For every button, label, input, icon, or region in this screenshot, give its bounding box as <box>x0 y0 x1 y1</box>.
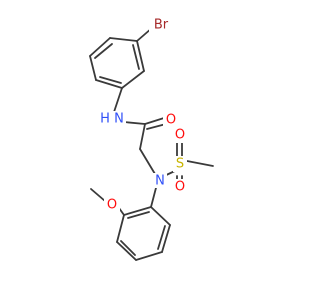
bond <box>139 148 156 175</box>
bond <box>135 251 163 261</box>
atom-label: O <box>175 180 185 195</box>
bond <box>95 79 123 89</box>
bond <box>89 37 111 57</box>
bond <box>150 206 171 226</box>
bond <box>94 43 113 59</box>
atom-label: S <box>176 157 184 172</box>
bond <box>161 224 171 253</box>
molecule-diagram: Br N H O N S O O <box>89 17 214 261</box>
atom-nitrogen-sulfonamide: N <box>153 173 167 189</box>
atom-oxygen-sulfonyl-top: O <box>172 127 188 143</box>
atom-layer: Br N H O N S O O <box>99 17 188 213</box>
bond <box>136 40 145 72</box>
bond <box>123 121 146 125</box>
bond <box>116 214 125 243</box>
atom-label: O <box>107 198 117 213</box>
atom-label: N <box>155 174 165 189</box>
bond <box>109 37 138 42</box>
atom-hydrogen-amide: H <box>99 111 112 127</box>
bond-layer <box>89 27 214 261</box>
bond <box>127 211 150 219</box>
atom-label: O <box>175 128 185 143</box>
atom-bromine: Br <box>149 17 173 33</box>
atom-label: O <box>166 113 176 128</box>
atom-oxygen-methoxy: O <box>104 197 120 213</box>
bond <box>132 44 140 70</box>
bond <box>146 123 167 130</box>
bond <box>90 188 106 202</box>
atom-sulfur: S <box>173 156 187 172</box>
bond <box>157 225 166 250</box>
atom-label: Br <box>154 18 169 33</box>
bond <box>121 70 145 89</box>
atom-oxygen-carbonyl: O <box>163 112 179 128</box>
bond <box>139 123 146 150</box>
bond <box>144 117 165 125</box>
atom-nitrogen-amide: N <box>112 111 126 127</box>
bond <box>113 87 123 113</box>
bond <box>186 160 214 167</box>
bond <box>89 55 97 81</box>
bond <box>116 241 137 261</box>
bond <box>99 76 122 84</box>
atom-oxygen-sulfonyl-bottom: O <box>172 179 188 195</box>
atom-label: N <box>114 112 124 127</box>
atom-label: H <box>100 112 110 127</box>
bond <box>120 240 136 256</box>
bond <box>123 206 152 216</box>
